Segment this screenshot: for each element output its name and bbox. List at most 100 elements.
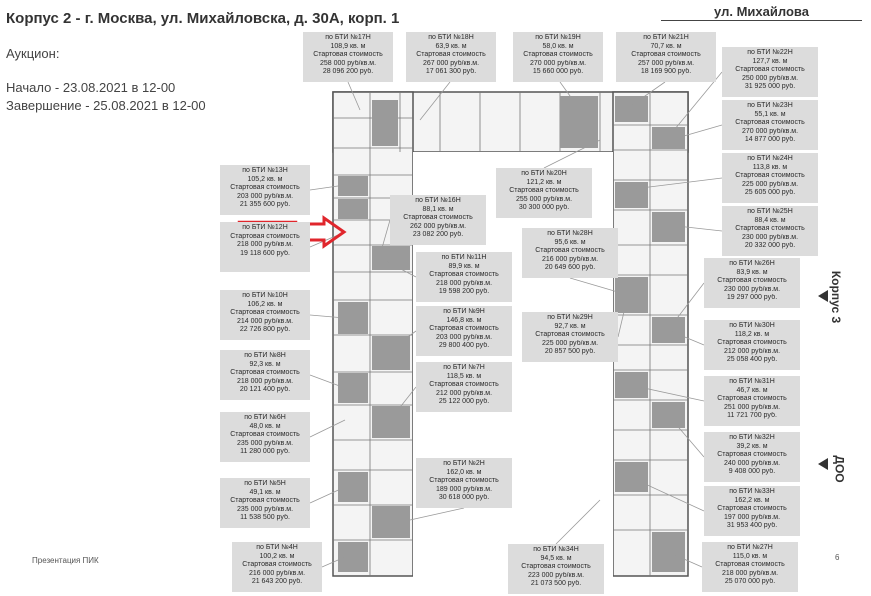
unit-price-m2: 218 000 руб/кв.м.: [236, 377, 294, 385]
unit-area: 49,1 кв. м: [249, 488, 281, 496]
unit-label: Стартовая стоимость: [429, 381, 499, 389]
unit-label: Стартовая стоимость: [429, 271, 499, 279]
unit-price-m2: 203 000 руб/кв.м.: [236, 192, 294, 200]
unit-price-m2: 235 000 руб/кв.м.: [236, 505, 294, 513]
unit-area: 83,9 кв. м: [736, 268, 768, 276]
leader-line: [555, 499, 601, 545]
unit-area: 48,0 кв. м: [249, 422, 281, 430]
unit-name: по БТИ №27Н: [727, 544, 773, 551]
side-label-doo: ДОО: [832, 455, 847, 483]
unit-price: 11 538 500 руб.: [240, 514, 290, 522]
footer-text: Презентация ПИК: [32, 556, 99, 565]
unit-price-m2: 212 000 руб/кв.м.: [723, 347, 781, 355]
leader-line: [347, 81, 361, 111]
unit-price-m2: 267 000 руб/кв.м.: [422, 59, 480, 67]
unit-area: 70,7 кв. м: [650, 42, 682, 50]
unit-label: Стартовая стоимость: [735, 225, 805, 233]
unit-label: Стартовая стоимость: [631, 51, 701, 59]
unit-label: Стартовая стоимость: [523, 51, 593, 59]
unit-area: 162,0 кв. м: [446, 468, 482, 476]
unit-price: 23 082 200 руб.: [412, 231, 464, 239]
unit-label: Стартовая стоимость: [735, 119, 805, 127]
unit-label: Стартовая стоимость: [717, 395, 787, 403]
unit-area: 55,1 кв. м: [754, 110, 786, 118]
leader-line: [309, 184, 346, 191]
unit-area: 92,7 кв. м: [554, 322, 586, 330]
unit-label: Стартовая стоимость: [717, 505, 787, 513]
unit-area: 108,9 кв. м: [330, 42, 366, 50]
unit-price-m2: 214 000 руб/кв.м.: [236, 317, 294, 325]
unit-price-m2: 218 000 руб/кв.м.: [236, 241, 294, 249]
unit-label: Стартовая стоимость: [230, 232, 300, 240]
unit-price-m2: 216 000 руб/кв.м.: [541, 255, 599, 263]
unit-area: 118,5 кв. м: [446, 372, 482, 380]
unit-price-m2: 216 000 руб/кв.м.: [248, 569, 306, 577]
unit-label: Стартовая стоимость: [509, 187, 579, 195]
leader-line: [629, 476, 705, 512]
leader-line: [379, 257, 417, 278]
unit-area: 92,3 кв. м: [249, 360, 281, 368]
unit-price: 17 061 300 руб.: [425, 68, 477, 76]
unit-label: Стартовая стоимость: [535, 331, 605, 339]
unit-label: Стартовая стоимость: [416, 51, 486, 59]
unit-price-m2: 218 000 руб/кв.м.: [435, 279, 493, 287]
unit-name: по БТИ №18Н: [428, 34, 474, 41]
leader-line: [559, 81, 581, 111]
unit-name: по БТИ №29Н: [547, 314, 593, 321]
leader-line: [379, 219, 391, 256]
unit-price-m2: 270 000 руб/кв.м.: [741, 127, 799, 135]
leader-line: [624, 81, 666, 111]
side-label-korpus: Корпус 3: [829, 270, 844, 324]
unit-price-m2: 225 000 руб/кв.м.: [541, 339, 599, 347]
unit-name: по БТИ №26Н: [729, 260, 775, 267]
unit-price: 20 857 500 руб.: [544, 348, 596, 356]
auction-end: Завершение - 25.08.2021 в 12-00: [6, 98, 206, 113]
leader-line: [419, 81, 451, 121]
street-label: ул. Михайлова: [661, 3, 862, 21]
unit-name: по БТИ №4Н: [256, 544, 298, 551]
unit-price: 25 058 400 руб.: [726, 356, 778, 364]
unit-price: 11 721 700 руб.: [727, 412, 777, 420]
unit-price: 14 877 000 руб.: [744, 136, 796, 144]
unit-name: по БТИ №16Н: [415, 197, 461, 204]
unit-label: Стартовая стоимость: [717, 339, 787, 347]
unit-label: Стартовая стоимость: [717, 277, 787, 285]
unit-price-m2: 251 000 руб/кв.м.: [723, 403, 781, 411]
unit-label: Стартовая стоимость: [230, 369, 300, 377]
unit-area: 94,5 кв. м: [540, 554, 572, 562]
unit-price-m2: 203 000 руб/кв.м.: [435, 333, 493, 341]
unit-price: 31 953 400 руб.: [726, 522, 778, 530]
leader-lines: [309, 71, 723, 568]
unit-price: 29 800 400 руб.: [438, 342, 490, 350]
leader-line: [309, 486, 346, 504]
unit-label: Стартовая стоимость: [717, 451, 787, 459]
unit-price-m2: 262 000 руб/кв.м.: [409, 222, 467, 230]
unit-name: по БТИ №21Н: [643, 34, 689, 41]
unit-price: 20 332 000 руб.: [744, 242, 796, 250]
unit-area: 89,9 кв. м: [448, 262, 480, 270]
unit-label: Стартовая стоимость: [230, 431, 300, 439]
unit-name: по БТИ №17Н: [325, 34, 371, 41]
unit-name: по БТИ №10Н: [242, 292, 288, 299]
korpus-arrow: [818, 290, 828, 302]
leader-line: [669, 71, 723, 136]
unit-area: 106,2 кв. м: [247, 300, 283, 308]
unit-price-m2: 197 000 руб/кв.м.: [723, 513, 781, 521]
unit-price: 21 073 500 руб.: [530, 580, 582, 588]
unit-name: по БТИ №24Н: [747, 155, 793, 162]
unit-area: 100,2 кв. м: [259, 552, 295, 560]
leader-line: [389, 330, 417, 351]
unit-area: 113,8 кв. м: [752, 163, 788, 171]
unit-label: Стартовая стоимость: [403, 214, 473, 222]
